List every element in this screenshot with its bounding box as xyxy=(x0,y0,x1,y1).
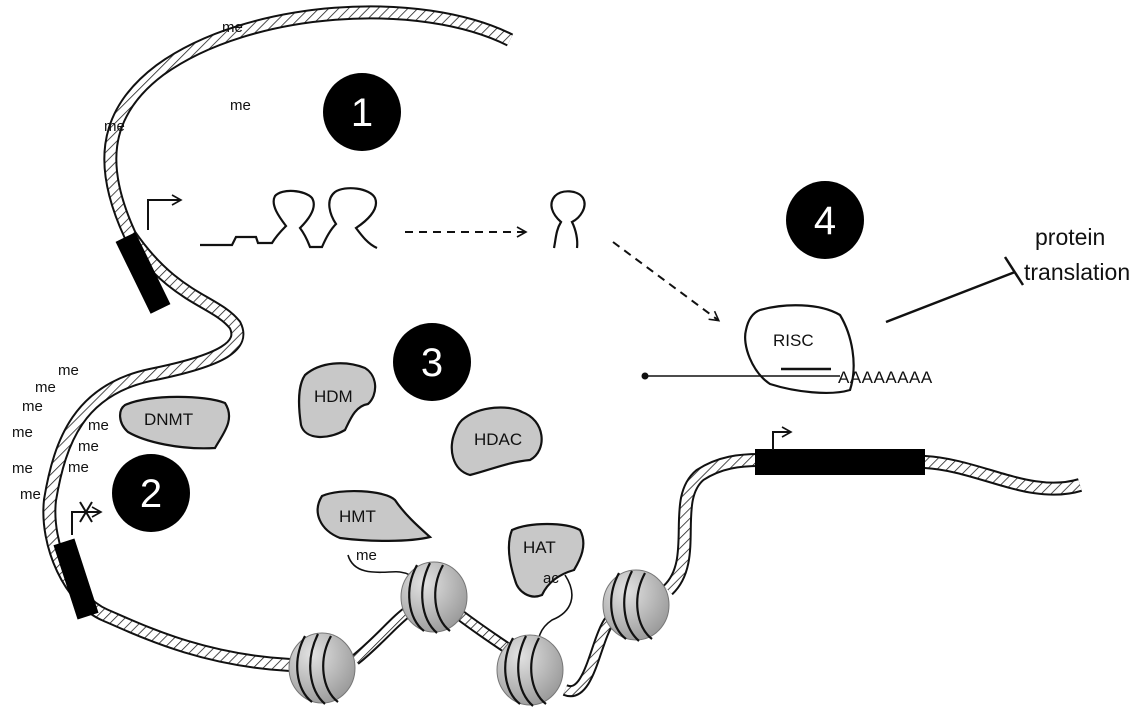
histone-ac-mark: ac xyxy=(543,570,559,587)
enzyme-hdac: HDAC xyxy=(452,407,542,475)
hat-label: HAT xyxy=(523,538,556,557)
nucleosome xyxy=(289,633,355,704)
tss-arrow-blocked xyxy=(72,502,100,535)
chromatin-strand-right xyxy=(355,460,1080,691)
nucleosome xyxy=(401,562,467,633)
me-mark: me xyxy=(88,417,109,434)
nucleosome xyxy=(497,635,563,706)
hmt-label: HMT xyxy=(339,507,376,526)
step-2-badge: 2 xyxy=(112,454,190,532)
risc-label: RISC xyxy=(773,331,814,350)
me-mark: me xyxy=(22,398,43,415)
step-4-badge: 4 xyxy=(786,181,864,259)
tss-arrow-right xyxy=(773,432,790,450)
gene-block-right xyxy=(755,449,925,475)
hdac-label: HDAC xyxy=(474,430,522,449)
me-mark: me xyxy=(20,486,41,503)
nucleosome xyxy=(603,570,669,641)
hdm-label: HDM xyxy=(314,387,353,406)
pri-mirna-hairpins xyxy=(200,188,377,248)
inhibition-bar xyxy=(886,257,1023,322)
me-mark: me xyxy=(58,362,79,379)
me-mark: me xyxy=(35,379,56,396)
outcome-line-2: translation xyxy=(1024,259,1130,285)
me-mark: me xyxy=(222,19,243,36)
step-3-number: 3 xyxy=(421,341,443,385)
step-1-number: 1 xyxy=(351,91,373,135)
histone-me-mark: me xyxy=(356,547,377,564)
tss-arrow-active xyxy=(148,200,180,230)
me-mark: me xyxy=(12,460,33,477)
me-mark: me xyxy=(78,438,99,455)
enzyme-hmt: HMT xyxy=(318,491,430,541)
enzyme-dnmt: DNMT xyxy=(120,397,229,448)
poly-a-tail: AAAAAAAA xyxy=(838,368,933,387)
me-mark: me xyxy=(68,459,89,476)
step-1-badge: 1 xyxy=(323,73,401,151)
outcome-line-1: protein xyxy=(1035,224,1105,250)
step-2-number: 2 xyxy=(140,472,162,516)
pre-mirna-hairpin xyxy=(551,191,584,248)
me-mark: me xyxy=(12,424,33,441)
me-mark: me xyxy=(230,97,251,114)
step-4-number: 4 xyxy=(814,199,836,243)
dnmt-label: DNMT xyxy=(144,410,193,429)
enzyme-hdm: HDM xyxy=(299,363,375,437)
dashed-arrow-2 xyxy=(613,242,718,320)
step-3-badge: 3 xyxy=(393,323,471,401)
me-mark: me xyxy=(104,118,125,135)
